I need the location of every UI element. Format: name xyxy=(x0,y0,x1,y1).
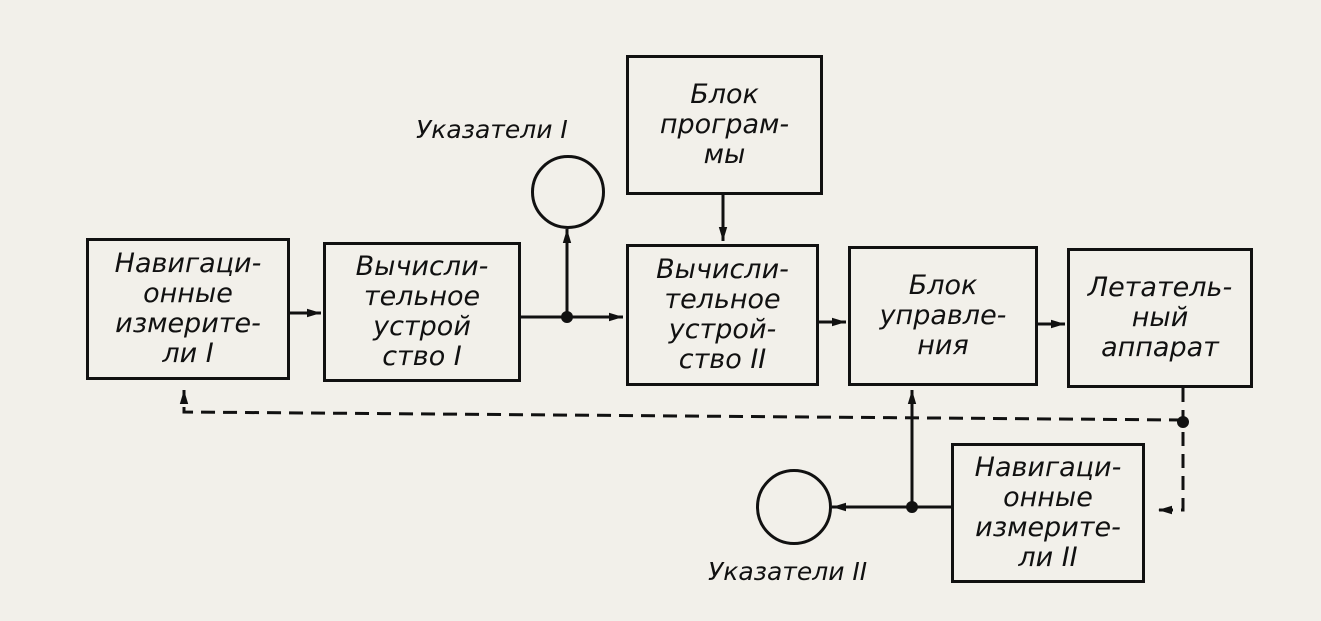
junction-dot-2 xyxy=(1177,416,1189,428)
block-navigation-meters-1-text: Навигаци- онные измерите- ли I xyxy=(114,248,262,369)
block-navigation-meters-2-text: Навигаци- онные измерите- ли II xyxy=(974,452,1122,573)
junction-dot-1 xyxy=(561,311,573,323)
block-control-unit: Блок управле- ния xyxy=(848,246,1038,386)
dashed-feedback-to-nav1 xyxy=(179,390,1184,422)
block-computing-device-2-text: Вычисли- тельное устрой- ство II xyxy=(656,254,789,375)
block-program-unit: Блок програм- мы xyxy=(626,55,823,195)
block-aircraft: Летатель- ный аппарат xyxy=(1067,248,1253,388)
block-program-unit-text: Блок програм- мы xyxy=(659,79,790,170)
block-computing-device-1: Вычисли- тельное устрой ство I xyxy=(323,242,521,382)
block-computing-device-1-text: Вычисли- тельное устрой ство I xyxy=(355,251,489,372)
block-navigation-meters-1: Навигаци- онные измерите- ли I xyxy=(86,238,290,380)
indicators-2-label: Указатели II xyxy=(708,557,868,586)
block-navigation-meters-2: Навигаци- онные измерите- ли II xyxy=(951,443,1145,583)
indicators-1-label: Указатели I xyxy=(416,115,568,144)
indicator-2-circle xyxy=(756,469,832,545)
indicator-1-circle xyxy=(531,155,605,229)
junction-dot-3 xyxy=(906,501,918,513)
block-computing-device-2: Вычисли- тельное устрой- ство II xyxy=(626,244,819,386)
dashed-aircraft-to-nav2 xyxy=(1158,388,1185,515)
block-control-unit-text: Блок управле- ния xyxy=(879,270,1007,361)
block-aircraft-text: Летатель- ный аппарат xyxy=(1087,272,1233,363)
